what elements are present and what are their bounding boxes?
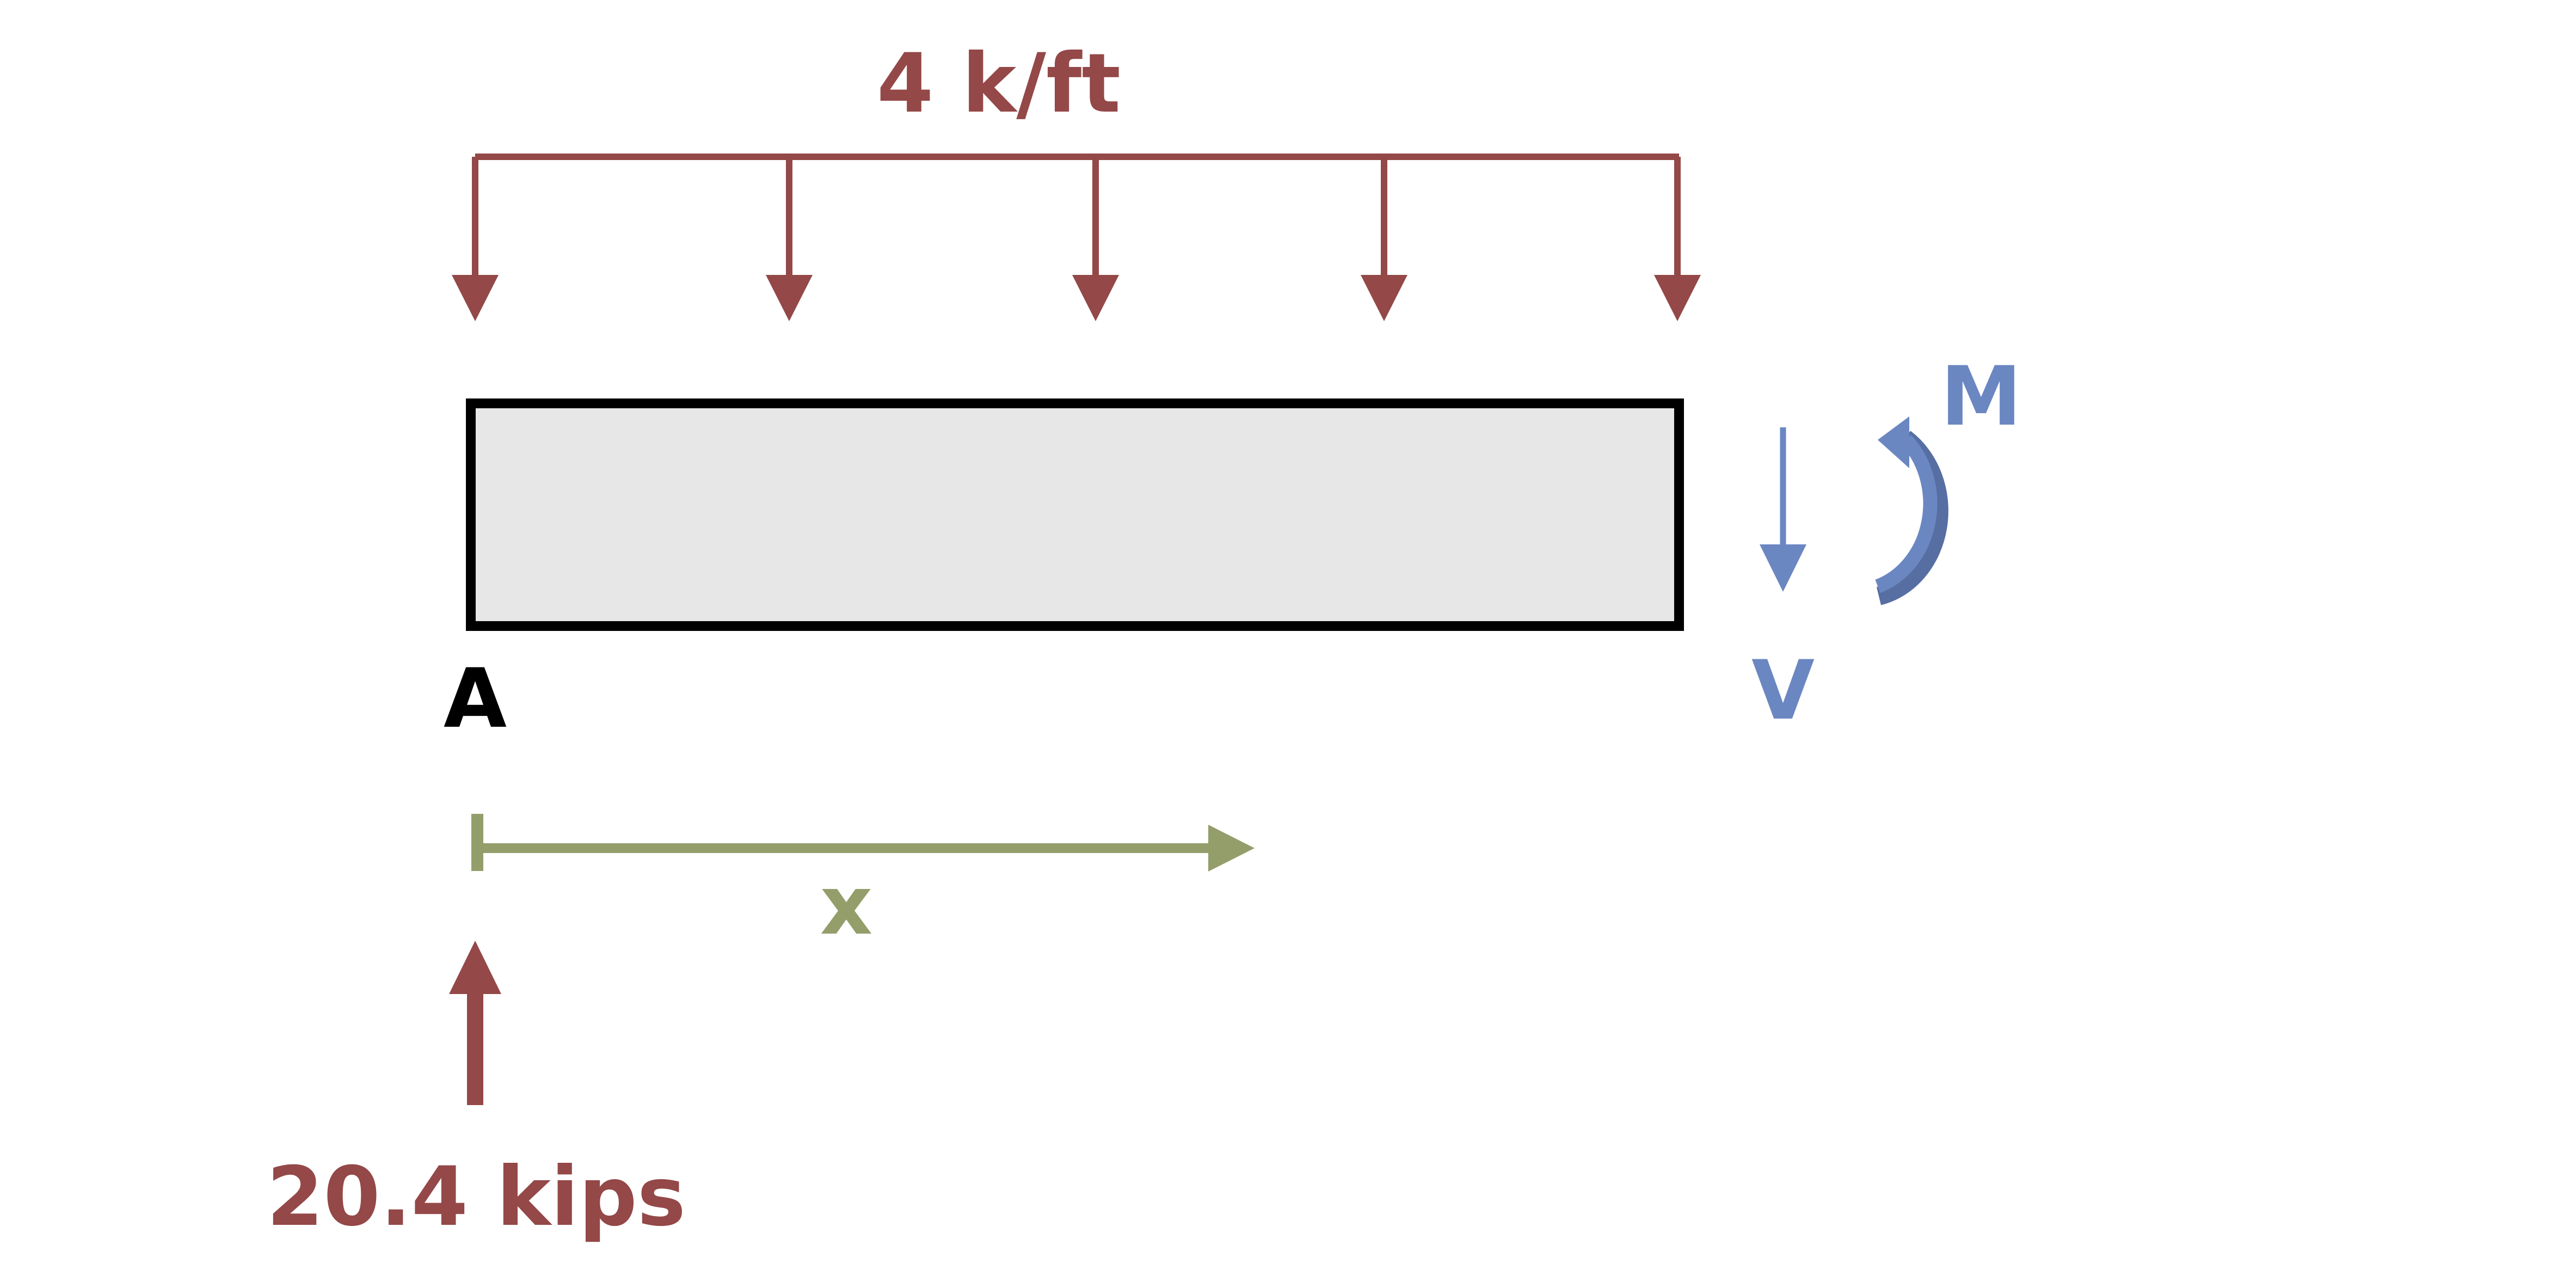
load-arrow (766, 157, 813, 321)
support-label: A (444, 652, 507, 746)
load-arrow (1072, 157, 1119, 321)
reaction-force: 20.4 kips (267, 941, 686, 1244)
shear-arrow-head (1760, 544, 1806, 592)
load-arrow (452, 157, 499, 321)
load-arrow (1361, 157, 1407, 321)
moment-arc (1875, 435, 1938, 593)
distributed-load: 4 k/ft (452, 36, 1701, 321)
moment-label: M (1940, 349, 2021, 444)
internal-shear: V (1751, 427, 1815, 738)
position-axis-label: x (820, 858, 873, 953)
position-axis: x (471, 814, 1255, 953)
moment-arrow-head (1878, 416, 1909, 468)
load-arrow (1654, 157, 1701, 321)
reaction-arrow-head (449, 941, 501, 994)
distributed-load-label: 4 k/ft (877, 36, 1121, 131)
position-axis-arrow-head (1208, 825, 1255, 872)
internal-moment: M (1875, 349, 2022, 605)
shear-label: V (1751, 643, 1815, 738)
beam-segment (466, 398, 1684, 631)
reaction-label: 20.4 kips (267, 1150, 686, 1244)
